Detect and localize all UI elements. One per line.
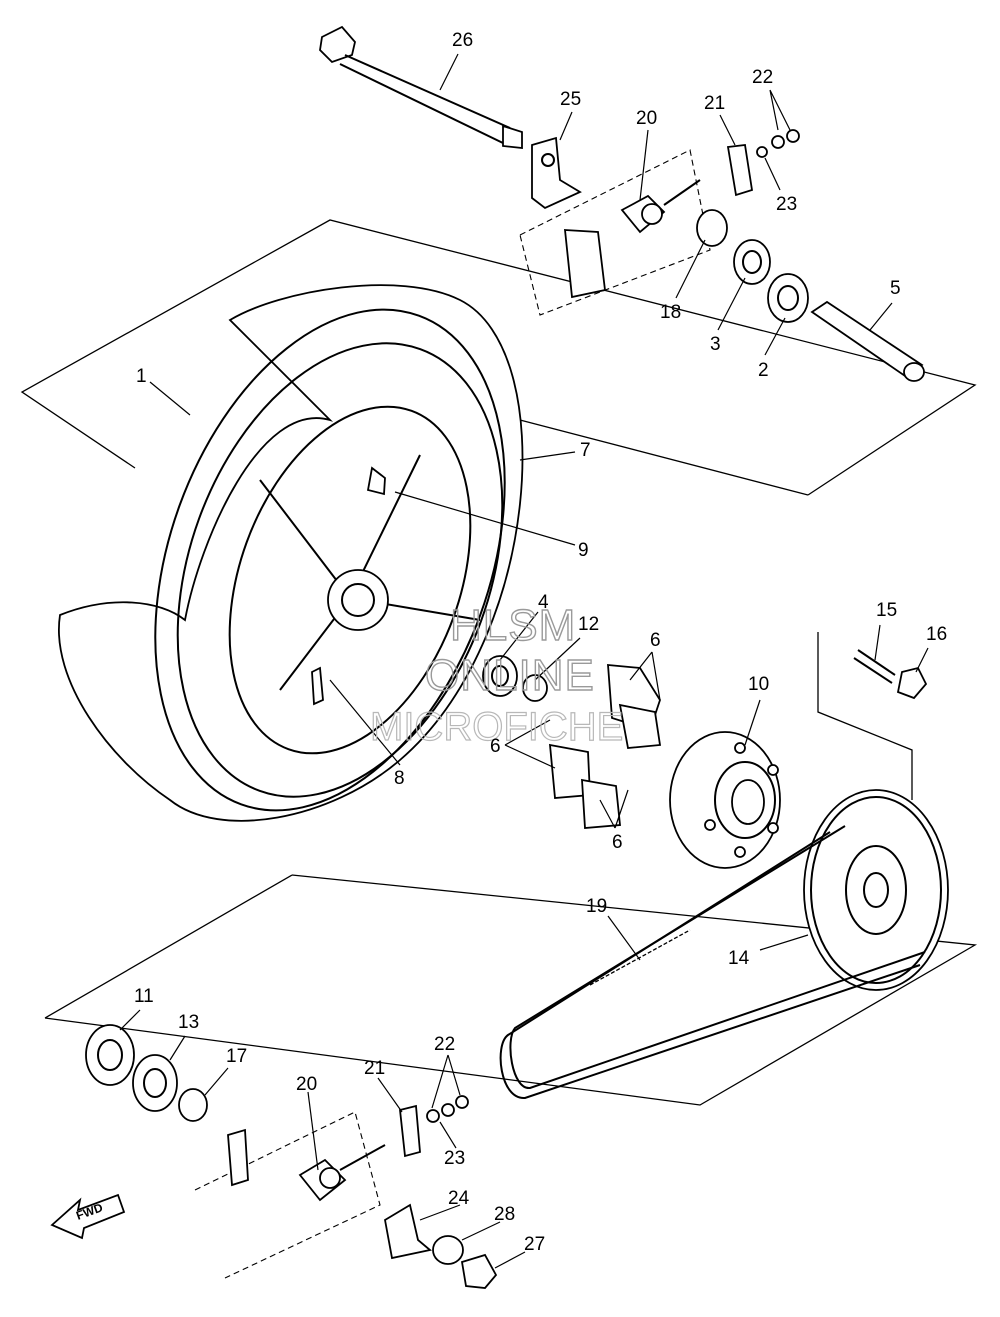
- callout-14: 14: [728, 948, 750, 969]
- axle: [319, 25, 523, 149]
- bearings-bottom: [85, 1024, 208, 1122]
- callout-21: 21: [704, 93, 725, 114]
- sprocket-stud-nut: [853, 649, 928, 700]
- callout-22: 22: [752, 67, 773, 88]
- callout-12: 12: [578, 614, 599, 635]
- fwd-arrow-icon: FWD: [50, 1193, 126, 1240]
- callout-10: 10: [748, 674, 769, 695]
- callout-19: 19: [586, 896, 607, 917]
- callout-22-bottom: 22: [434, 1034, 455, 1055]
- watermark-line-3: MICROFICHE: [370, 705, 623, 749]
- watermark: HLSM ONLINE MICROFICHE: [369, 600, 624, 749]
- chain-adjuster-bottom: [227, 1095, 498, 1289]
- callout-26: 26: [452, 30, 473, 51]
- chain-puller-bracket-top: [531, 136, 582, 210]
- callout-27: 27: [524, 1234, 545, 1255]
- callout-15: 15: [876, 600, 897, 621]
- callout-17: 17: [226, 1046, 247, 1067]
- callout-6-left: 6: [490, 736, 501, 757]
- hub-dampers: [548, 664, 662, 829]
- callout-13: 13: [178, 1012, 199, 1033]
- hub-bearings: [482, 655, 548, 702]
- drive-chain: [499, 825, 926, 1100]
- callout-5: 5: [890, 278, 901, 299]
- callout-3: 3: [710, 334, 721, 355]
- callout-25: 25: [560, 89, 581, 110]
- callout-4: 4: [538, 592, 549, 613]
- callout-labels: 26 25 20 21 22 23 18 3 2 5 1 7 9 4 12 6 …: [134, 30, 947, 1255]
- leader-lines: [119, 53, 929, 1269]
- callout-2: 2: [758, 360, 769, 381]
- callout-28: 28: [494, 1204, 515, 1225]
- rear-wheel: [58, 284, 524, 822]
- bearings-top: [696, 209, 925, 382]
- callout-23: 23: [776, 194, 797, 215]
- callout-20-bottom: 20: [296, 1074, 317, 1095]
- watermark-line-2: ONLINE: [425, 651, 595, 700]
- callout-11: 11: [134, 986, 154, 1007]
- callout-9: 9: [578, 540, 589, 561]
- callout-16: 16: [926, 624, 947, 645]
- callout-7: 7: [580, 440, 591, 461]
- callout-8: 8: [394, 768, 405, 789]
- callout-6-bottom: 6: [612, 832, 623, 853]
- callout-23-bottom: 23: [444, 1148, 465, 1169]
- chain-adjuster-top: [563, 129, 800, 299]
- assembly-outlines: [20, 149, 978, 1279]
- callout-1: 1: [136, 366, 147, 387]
- callout-20: 20: [636, 108, 657, 129]
- callout-24: 24: [448, 1188, 470, 1209]
- watermark-line-1: HLSM: [450, 601, 576, 650]
- callout-18: 18: [660, 302, 681, 323]
- callout-21-bottom: 21: [364, 1058, 385, 1079]
- sprocket-hub: [669, 731, 781, 869]
- rear-sprocket: [803, 789, 949, 991]
- callout-6-top: 6: [650, 630, 661, 651]
